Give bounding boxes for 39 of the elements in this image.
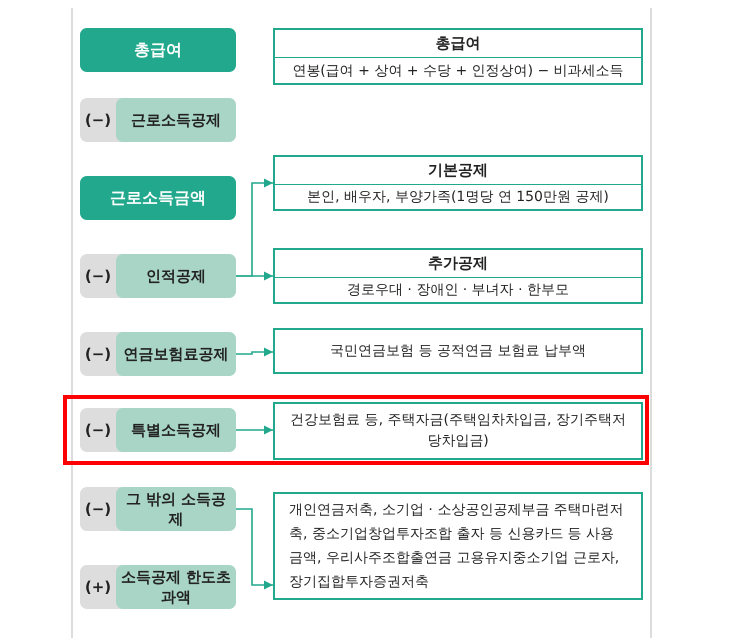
deduction-label: 근로소득공제 bbox=[116, 98, 236, 142]
deduction-box bbox=[80, 254, 236, 298]
step-box: 근로소득금액 bbox=[80, 176, 236, 220]
deduction-box bbox=[80, 565, 236, 609]
arrow bbox=[236, 348, 273, 356]
arrow bbox=[236, 426, 273, 434]
deduction-label: 특별소득공제 bbox=[116, 408, 236, 452]
deduction-box bbox=[80, 408, 236, 452]
box-text: 연봉(급여 + 상여 + 수당 + 인정상여) − 비과세소득 bbox=[292, 62, 624, 80]
deduction-box bbox=[80, 487, 236, 531]
box-text: 경로우대 · 장애인 · 부녀자 · 한부모 bbox=[346, 281, 570, 300]
deduction-label: 소득공제 한도초과액 bbox=[116, 565, 236, 609]
arrow bbox=[236, 272, 273, 280]
detail-box bbox=[273, 28, 643, 85]
detail-box bbox=[273, 248, 643, 304]
deduction-label: 연금보험료공제 bbox=[116, 332, 236, 376]
sign-label: (+) bbox=[84, 577, 112, 598]
detail-box bbox=[273, 155, 643, 211]
detail-box bbox=[273, 328, 643, 374]
box-text: 본인, 배우자, 부양가족(1명당 연 150만원 공제) bbox=[307, 188, 609, 207]
sign-label: (−) bbox=[84, 420, 112, 441]
arrow bbox=[236, 508, 273, 590]
box-heading: 총급여 bbox=[275, 30, 641, 58]
sign-label: (−) bbox=[84, 344, 112, 365]
step-box: 총급여 bbox=[80, 28, 236, 72]
sign-label: (−) bbox=[84, 499, 112, 520]
box-text: 국민연금보험 등 공적연금 보험료 납부액 bbox=[330, 342, 586, 360]
deduction-label: 그 밖의 소득공제 bbox=[116, 487, 236, 531]
deduction-box bbox=[80, 98, 236, 142]
detail-box bbox=[273, 402, 643, 460]
sign-label: (−) bbox=[84, 266, 112, 287]
box-text: 개인연금저축, 소기업 · 소상공인공제부금 주택마련저축, 중소기업창업투자조합 출자 등 신용카드 등 사용금액, 우리사주조합출연금 고용유지중소기업 근로자, 장기집합투자증권저축 bbox=[289, 501, 625, 592]
detail-box bbox=[273, 492, 643, 600]
box-text: 건강보험료 등, 주택자금(주택임차차입금, 장기주택저당차입금) bbox=[289, 411, 627, 451]
sign-label: (−) bbox=[84, 110, 112, 131]
box-heading: 기본공제 bbox=[275, 157, 641, 185]
deduction-label: 인적공제 bbox=[116, 254, 236, 298]
box-heading: 추가공제 bbox=[275, 250, 641, 278]
deduction-box bbox=[80, 332, 236, 376]
